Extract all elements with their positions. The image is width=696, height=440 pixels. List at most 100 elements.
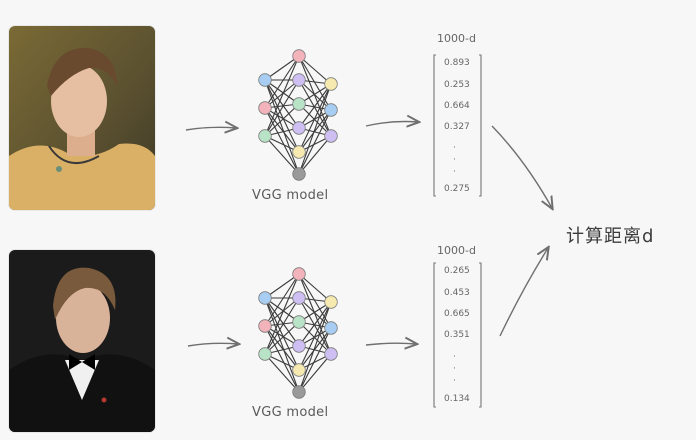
network-edge [298, 109, 332, 175]
network-edge [298, 301, 332, 371]
network-node [324, 347, 338, 361]
vector-dimension-bottom: 1000-d [437, 244, 476, 257]
arrow-model-to-vector-bottom [365, 343, 416, 345]
network-edge [298, 301, 332, 347]
network-node [258, 129, 272, 143]
network-edge [264, 297, 300, 327]
network-edge [264, 325, 300, 393]
distance-result-label: 计算距离d [566, 226, 655, 247]
network-node [292, 339, 306, 353]
arrow-photo-to-model-top [185, 127, 236, 130]
vector-bottom-value: 0.351 [444, 330, 470, 340]
network-edge [298, 273, 332, 355]
vector-top-value: 0.327 [444, 122, 470, 132]
network-edge [264, 79, 300, 105]
network-edge [298, 103, 332, 137]
arrow-photo-to-model-bottom [187, 343, 238, 346]
network-edge [264, 273, 300, 327]
vector-bottom-ellipsis: · [453, 352, 456, 362]
network-node [292, 49, 306, 63]
network-edge [264, 103, 300, 137]
network-node [258, 291, 272, 305]
network-edge [298, 297, 332, 355]
network-edge [264, 79, 300, 137]
arrow-model-to-vector-top [365, 122, 418, 127]
network-node [292, 363, 306, 377]
network-node [292, 315, 306, 329]
network-edge [298, 83, 332, 175]
network-edge [264, 135, 300, 175]
network-edge [298, 327, 332, 393]
network-node [324, 321, 338, 335]
network-edge [298, 135, 332, 175]
network-edge [264, 79, 300, 109]
network-edge [264, 79, 300, 175]
vector-bottom-value: 0.665 [444, 309, 470, 319]
network-edge [264, 79, 300, 129]
network-edge [298, 83, 332, 129]
vector-bottom-value: 0.453 [444, 288, 470, 298]
network-node [258, 73, 272, 87]
network-edge [264, 297, 300, 347]
network-edge [298, 109, 332, 153]
network-node [324, 103, 338, 117]
network-node [292, 167, 306, 181]
network-edge [264, 107, 300, 153]
network-edge [264, 55, 300, 137]
network-node [292, 121, 306, 135]
network-node [292, 145, 306, 159]
network-edge [264, 273, 300, 299]
vector-bottom-ellipsis: · [453, 376, 456, 386]
network-node [258, 101, 272, 115]
network-edge [264, 55, 300, 81]
network-edge [298, 55, 332, 137]
network-edge [298, 321, 332, 355]
network-node [292, 97, 306, 111]
network-edge [298, 79, 332, 137]
vector-top-value: 0.253 [444, 80, 470, 90]
vector-top-ellipsis: · [453, 155, 456, 165]
face-photo-bottom [9, 250, 155, 432]
network-edge [264, 353, 300, 393]
network-node [292, 73, 306, 87]
face-photo-top [9, 26, 155, 210]
model-label-bottom: VGG model [252, 405, 329, 420]
network-edge [264, 297, 300, 355]
network-edge [264, 297, 300, 393]
network-edge [264, 273, 300, 355]
network-node [292, 385, 306, 399]
network-node [258, 347, 272, 361]
network-node [258, 319, 272, 333]
vector-top-value: 0.664 [444, 101, 470, 111]
model-label-top: VGG model [252, 188, 329, 203]
network-edge [298, 83, 332, 153]
network-edge [264, 297, 300, 323]
network-node [292, 291, 306, 305]
network-edge [264, 79, 300, 153]
vector-top-ellipsis: · [453, 143, 456, 153]
network-edge [298, 79, 332, 111]
vector-dimension-top: 1000-d [437, 32, 476, 45]
network-node [324, 77, 338, 91]
network-edge [298, 327, 332, 371]
vector-bracket-bottom [433, 262, 482, 408]
neural-network-bottom [258, 267, 338, 399]
vector-top-value: 0.893 [444, 58, 470, 68]
network-edge [264, 55, 300, 109]
network-edge [298, 353, 332, 393]
network-edge [298, 273, 332, 329]
neural-network-top [258, 49, 338, 181]
network-edge [298, 55, 332, 111]
network-edge [298, 301, 332, 393]
arrow-vector-to-result-bottom [499, 248, 548, 337]
vector-bottom-ellipsis: · [453, 364, 456, 374]
network-edge [264, 107, 300, 175]
network-node [324, 129, 338, 143]
network-edge [298, 273, 332, 303]
network-edge [298, 297, 332, 329]
network-node [324, 295, 338, 309]
network-edge [264, 325, 300, 371]
arrow-vector-to-result-top [491, 125, 552, 208]
